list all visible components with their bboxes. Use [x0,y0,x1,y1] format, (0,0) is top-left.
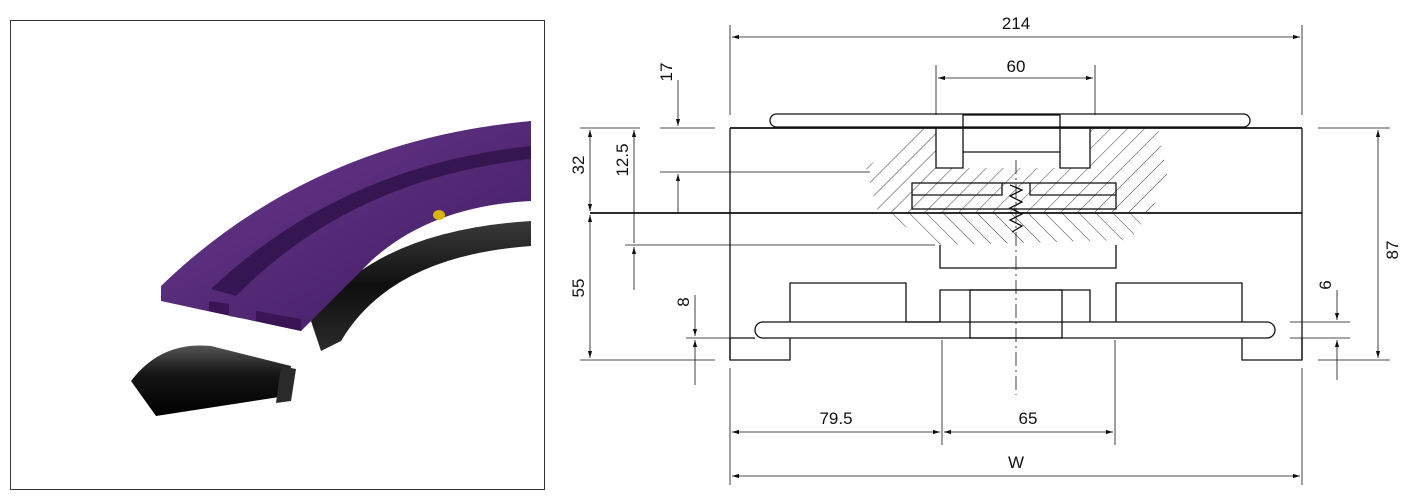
curved-guide-rail-illustration [131,121,531,416]
extension-lines [580,25,1390,485]
dim-overall-width: 214 [1002,14,1030,33]
rail-front-face [161,286,301,331]
dim-top-slot-width: 60 [1007,57,1026,76]
dim-left-offset: 79.5 [819,409,852,428]
dim-center-width: 65 [1019,409,1038,428]
dim-base-flange: 8 [674,297,693,306]
hatched-section [866,128,1168,245]
rail-black-body [311,221,531,351]
rail-groove [211,146,531,296]
dim-top-offset: 17 [657,63,676,82]
dim-side-flange: 6 [1316,280,1335,289]
top-cover-strip [769,113,1251,128]
dim-insert-depth: 12.5 [613,143,632,176]
insert-end-face [276,366,296,403]
dim-total-height: 87 [1383,241,1402,260]
screw [1008,160,1024,395]
black-insert-piece [131,345,291,416]
cross-section-drawing: 214 60 17 32 12.5 55 87 8 6 79.5 65 W [569,14,1402,485]
dim-lower-height: 55 [569,279,588,298]
product-photo-panel [10,20,545,490]
body-outline [590,114,1303,361]
dimension-lines [587,34,1381,479]
logo-mark [433,210,445,220]
dim-width-variable: W [1008,453,1024,472]
dim-upper-height: 32 [569,156,588,175]
